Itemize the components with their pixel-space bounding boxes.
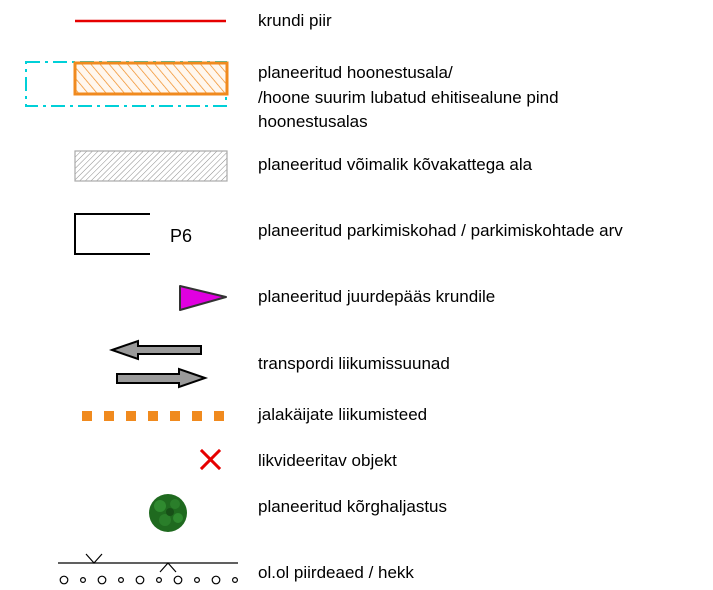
access-triangle-icon [179, 285, 227, 311]
fence-hedge-icon [58, 553, 239, 585]
legend-label-removed-object: likvideeritav objekt [258, 451, 397, 470]
building-area-icon [25, 61, 229, 107]
parking-count-label: P6 [170, 226, 193, 246]
legend-label-hard-surface: planeeritud võimalik kõvakattega ala [258, 155, 533, 174]
traffic-arrows-icon [108, 339, 209, 389]
parking-bracket-icon [74, 213, 150, 255]
remove-cross-icon [199, 448, 222, 471]
legend-label-building-area-line1: planeeritud hoonestusala/ [258, 63, 453, 82]
legend-label-greenery: planeeritud kõrghaljastus [258, 497, 448, 516]
legend-label-parking: planeeritud parkimiskohad / parkimiskoht… [258, 221, 623, 240]
legend-label-fence: ol.ol piirdeaed / hekk [258, 563, 414, 582]
pedestrian-path-icon [82, 411, 224, 421]
legend-label-pedestrian: jalakäijate liikumisteed [258, 405, 428, 424]
tree-icon [149, 494, 187, 532]
legend-label-building-area-line3: hoonestusalas [258, 112, 368, 131]
legend-label-plot-boundary: krundi piir [258, 11, 332, 30]
legend-label-building-area-line2: /hoone suurim lubatud ehitisealune pind [258, 88, 559, 107]
hard-surface-icon [74, 150, 228, 182]
legend-label-traffic-direction: transpordi liikumissuunad [258, 354, 450, 373]
legend-label-access: planeeritud juurdepääs krundile [258, 287, 496, 306]
